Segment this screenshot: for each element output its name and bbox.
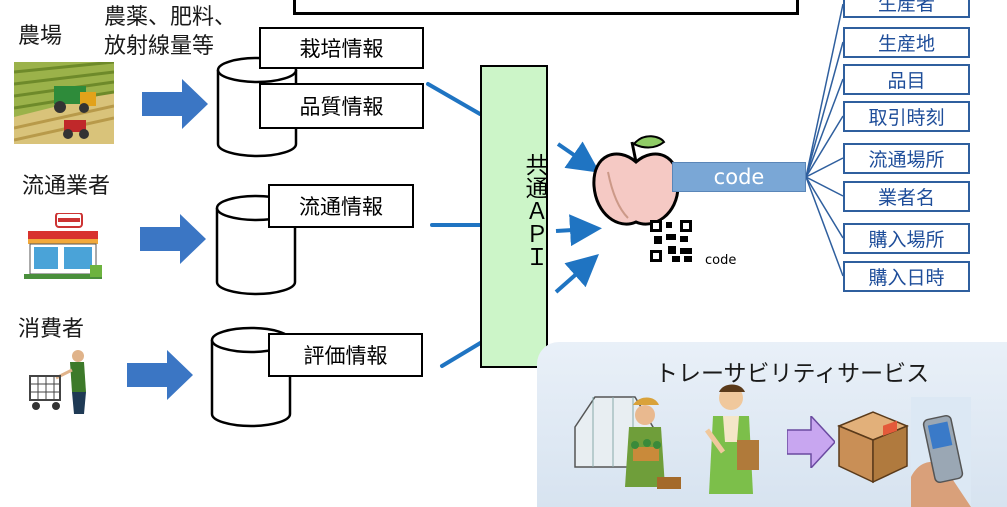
cultivation-info-box: 栽培情報	[259, 27, 424, 69]
attribute-purchase-datetime: 購入日時	[843, 261, 970, 292]
db-to-api-arrows	[426, 82, 484, 368]
block-arrow-distributor	[140, 214, 206, 264]
quality-info-box: 品質情報	[259, 83, 424, 129]
mobile-phone-icon	[911, 397, 971, 507]
traceability-service-title: トレーサビリティサービス	[655, 361, 930, 387]
distributor-label: 流通業者	[22, 174, 111, 199]
convenience-store-icon	[24, 213, 102, 279]
code-fanout-lines	[806, 3, 844, 277]
attribute-producer: 生産者	[843, 0, 970, 18]
grocer-icon	[704, 384, 759, 494]
top-banner	[293, 0, 799, 15]
farm-field-icon	[14, 62, 114, 144]
attribute-vendor-name: 業者名	[843, 181, 970, 212]
consumer-label: 消費者	[18, 317, 85, 342]
flow-arrow-icon	[787, 416, 835, 468]
qr-code-caption: code	[705, 253, 737, 268]
farm-inputs-line2: 放射線量等	[104, 34, 215, 59]
traceability-service-panel: トレーサビリティサービス	[537, 342, 1007, 507]
package-box-icon	[837, 411, 909, 484]
shopper-cart-icon	[29, 350, 86, 414]
farm-inputs-line1: 農薬、肥料、	[104, 5, 237, 30]
attribute-transaction-time: 取引時刻	[843, 101, 970, 132]
common-api-label: 共通ＡＰＩ	[521, 153, 547, 268]
attribute-item: 品目	[843, 64, 970, 95]
attribute-origin: 生産地	[843, 27, 970, 58]
common-api-box: 共通ＡＰＩ	[480, 65, 548, 368]
code-box: code	[672, 162, 806, 192]
evaluation-info-box: 評価情報	[268, 333, 423, 377]
farm-label: 農場	[18, 24, 63, 49]
attribute-distribution-place: 流通場所	[843, 143, 970, 174]
qr-code-icon	[650, 220, 692, 262]
apple-icon	[592, 135, 680, 226]
greenhouse-farmer-icon	[574, 396, 681, 489]
block-arrow-consumer	[127, 350, 193, 400]
distribution-info-box: 流通情報	[268, 184, 414, 228]
attribute-purchase-place: 購入場所	[843, 223, 970, 254]
api-to-apple-arrows	[554, 141, 602, 294]
block-arrow-farm	[142, 79, 208, 129]
